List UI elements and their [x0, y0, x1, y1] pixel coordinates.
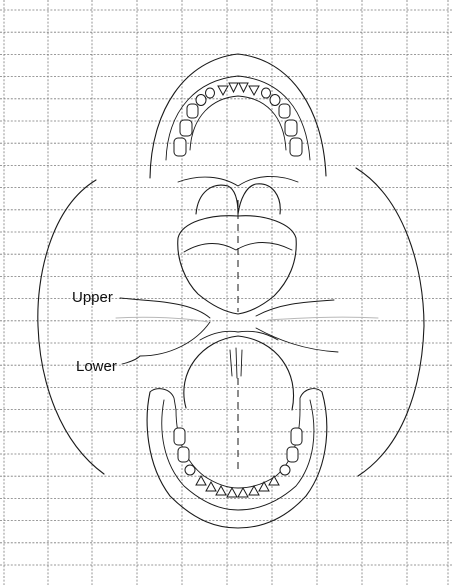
lower-premolar-tooth	[280, 465, 290, 475]
upper-molar-tooth	[285, 120, 297, 136]
tongue-underside-contour	[178, 216, 297, 314]
lower-incisor-tooth	[238, 488, 248, 497]
lower-incisor-tooth	[216, 486, 226, 495]
lower-incisor-tooth	[269, 476, 279, 485]
upper-molar-tooth	[279, 104, 290, 118]
frenum-line-3	[241, 350, 242, 376]
lower-right-jaw-notch	[300, 389, 322, 410]
upper-premolar-tooth	[196, 95, 206, 106]
upper-incisor-tooth	[239, 83, 248, 92]
lower-tongue-contour	[184, 336, 294, 410]
lower-molar-tooth	[291, 428, 302, 445]
upper-arch-inner-contour	[166, 76, 310, 160]
upper-molar-tooth	[180, 120, 192, 136]
left-faint-lip-line	[116, 317, 208, 322]
lower-molar-tooth	[287, 447, 298, 462]
right-lower-commissure	[256, 328, 338, 352]
upper-dental-arch	[150, 54, 326, 178]
lower-incisor-tooth	[249, 486, 259, 495]
right-faint-lip-line	[268, 317, 378, 320]
tongue-lowered	[184, 331, 294, 470]
upper-premolar-tooth	[270, 95, 280, 106]
upper-premolar-tooth	[206, 88, 215, 98]
lower-label: Lower	[76, 358, 117, 375]
right-upper-commissure	[256, 300, 334, 316]
lower-premolar-tooth	[185, 465, 195, 475]
tongue-raised	[178, 184, 297, 314]
frenum-line-1	[230, 350, 232, 376]
left-upper-commissure	[142, 300, 210, 318]
upper-incisor-tooth	[229, 83, 238, 92]
upper-premolar-tooth	[262, 88, 271, 98]
lower-incisor-tooth	[206, 482, 216, 491]
upper-molar-tooth	[174, 138, 186, 156]
upper-label: Upper	[72, 289, 113, 306]
lower-incisor-tooth	[259, 482, 269, 491]
upper-molar-tooth	[187, 104, 198, 118]
lower-molar-tooth	[174, 428, 185, 445]
upper-molar-tooth	[290, 138, 302, 156]
lower-incisor-tooth	[196, 476, 206, 485]
lower-molar-tooth	[178, 447, 189, 462]
upper-incisor-tooth	[218, 86, 228, 95]
upper-incisor-tooth	[249, 86, 259, 95]
upper-lip-contour	[178, 176, 298, 186]
frenum-line-2	[236, 348, 237, 378]
right-face-contour	[356, 168, 424, 476]
lower-incisor-tooth	[227, 488, 237, 497]
left-lower-commissure	[140, 322, 210, 356]
